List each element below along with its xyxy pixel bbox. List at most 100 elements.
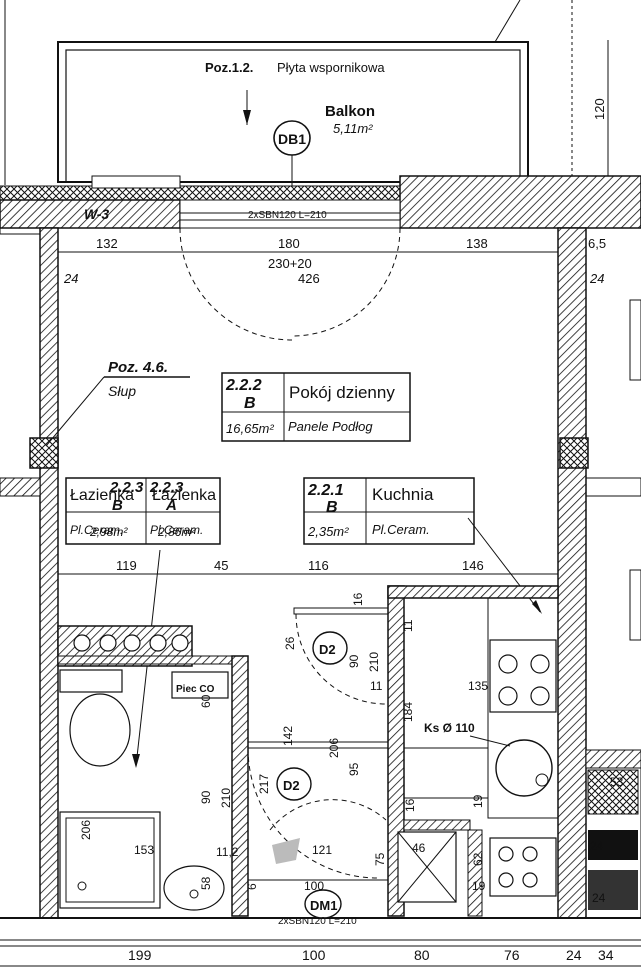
stair-block: 53 24 24 (587, 769, 639, 910)
svg-text:76: 76 (504, 947, 520, 963)
shower-icon (59, 811, 161, 909)
svg-text:75: 75 (373, 852, 387, 866)
top-dimensions: 132 180 138 6,5 230+20 426 24 24 (58, 227, 606, 341)
svg-text:199: 199 (128, 947, 152, 963)
svg-text:Słup: Słup (108, 383, 136, 399)
svg-text:24: 24 (63, 271, 78, 286)
stove-icon (489, 639, 557, 713)
svg-text:116: 116 (308, 558, 329, 573)
svg-text:24: 24 (566, 947, 582, 963)
svg-text:2.2.1: 2.2.1 (307, 482, 344, 499)
svg-text:95: 95 (347, 762, 361, 776)
svg-text:6,5: 6,5 (588, 236, 606, 251)
vent-icon: Ks Ø 110 (424, 721, 553, 797)
svg-text:153: 153 (134, 843, 154, 857)
svg-text:2.2.2: 2.2.2 (225, 377, 262, 394)
svg-text:Pl.Ceram.: Pl.Ceram. (70, 523, 123, 537)
svg-text:206: 206 (327, 738, 341, 758)
shaft-icon: 46 (397, 831, 457, 903)
room-tag-kitchen: 2.2.1 B Kuchnia 2,35m² Pl.Ceram. (303, 477, 542, 614)
svg-text:45: 45 (214, 558, 228, 573)
balcony: Poz.1.2. Płyta wspornikowa Balkon 5,11m²… (4, 0, 609, 185)
balcony-area: 5,11m² (333, 121, 373, 136)
door-tag-db1: DB1 (273, 120, 311, 195)
svg-text:Piec CO: Piec CO (176, 684, 215, 695)
column-label: Poz. 4.6. Słup (45, 359, 190, 447)
svg-text:53: 53 (610, 775, 624, 789)
svg-text:Kuchnia: Kuchnia (372, 485, 434, 504)
balcony-dim-right: 120 (592, 98, 607, 120)
balcony-pos-desc: Płyta wspornikowa (277, 60, 385, 75)
svg-text:121: 121 (312, 843, 332, 857)
svg-text:11: 11 (370, 679, 383, 693)
svg-text:Pl.Ceram.: Pl.Ceram. (150, 523, 203, 537)
svg-text:DB1: DB1 (278, 131, 306, 147)
sink-icon (163, 865, 225, 911)
svg-text:90: 90 (199, 790, 213, 804)
svg-text:135: 135 (468, 679, 488, 693)
svg-text:Pl.Ceram.: Pl.Ceram. (372, 522, 430, 537)
door-tag-dm1: DM1 (310, 898, 337, 913)
svg-text:11,2: 11,2 (216, 845, 239, 859)
svg-text:90: 90 (347, 654, 361, 668)
svg-text:2.2.3: 2.2.3 (109, 479, 144, 496)
svg-text:119: 119 (116, 558, 137, 573)
svg-text:34: 34 (598, 947, 614, 963)
svg-text:62: 62 (471, 852, 485, 866)
svg-text:60: 60 (199, 694, 213, 708)
svg-text:184: 184 (401, 702, 415, 722)
door-tag-d2-lower: D2 (283, 778, 300, 793)
interior-dimensions: 16 11 26 90 210 11 184 135 142 206 95 21… (79, 592, 488, 893)
svg-text:16: 16 (403, 798, 417, 812)
mid-dimensions: 119 45 116 146 (58, 558, 558, 575)
door-tag-d2-upper: D2 (319, 642, 336, 657)
svg-text:58: 58 (199, 876, 213, 890)
svg-text:B: B (326, 499, 338, 516)
room-tag-living: 2.2.2 B Pokój dzienny 16,65m² Panele Pod… (221, 372, 411, 442)
svg-text:2.2.3: 2.2.3 (149, 479, 184, 496)
svg-text:B: B (112, 497, 123, 514)
svg-text:180: 180 (278, 236, 300, 251)
svg-text:11: 11 (401, 619, 415, 632)
svg-text:2,35m²: 2,35m² (307, 524, 349, 539)
svg-text:19: 19 (472, 879, 486, 893)
svg-text:2,98m²: 2,98m² (89, 525, 128, 539)
boiler-icon: Piec CO (171, 671, 229, 699)
svg-text:46: 46 (412, 841, 426, 855)
svg-text:19: 19 (471, 794, 485, 808)
doors: D2 D2 DM1 (247, 613, 387, 919)
svg-text:24: 24 (589, 271, 604, 286)
svg-text:210: 210 (219, 788, 233, 808)
svg-text:A: A (165, 497, 177, 514)
svg-text:217: 217 (257, 774, 271, 794)
svg-text:2xSBN120 L=210: 2xSBN120 L=210 (278, 916, 357, 927)
top-lintel: 2xSBN120 L=210 (248, 210, 327, 221)
svg-text:26: 26 (283, 636, 297, 650)
svg-text:Łazienka: Łazienka (152, 487, 216, 504)
radiator-icon (73, 634, 189, 652)
svg-text:210: 210 (367, 652, 381, 672)
kitchen-counter (487, 597, 559, 819)
svg-text:Pokój dzienny: Pokój dzienny (289, 383, 395, 402)
svg-text:146: 146 (462, 558, 484, 573)
svg-text:230+20: 230+20 (268, 256, 312, 271)
svg-text:100: 100 (302, 947, 326, 963)
svg-text:Poz. 4.6.: Poz. 4.6. (108, 359, 168, 376)
outer-walls (0, 227, 641, 941)
svg-text:B: B (244, 395, 256, 412)
fixtures: Piec CO Ks Ø 110 46 (59, 597, 639, 911)
svg-text:16: 16 (351, 592, 365, 606)
svg-text:80: 80 (414, 947, 430, 963)
bottom-dimensions: 2xSBN120 L=210 199 100 80 76 24 34 (0, 916, 641, 967)
small-stove-icon (489, 837, 557, 897)
balcony-name: Balkon (325, 103, 375, 120)
wall-tag: W-3 (84, 206, 109, 222)
svg-text:142: 142 (281, 726, 295, 746)
svg-text:138: 138 (466, 236, 488, 251)
top-wall: W-3 2xSBN120 L=210 (0, 175, 641, 229)
svg-text:100: 100 (304, 879, 324, 893)
svg-text:24: 24 (592, 891, 606, 905)
svg-text:6: 6 (245, 883, 259, 890)
svg-text:Łazienka: Łazienka (70, 487, 134, 504)
